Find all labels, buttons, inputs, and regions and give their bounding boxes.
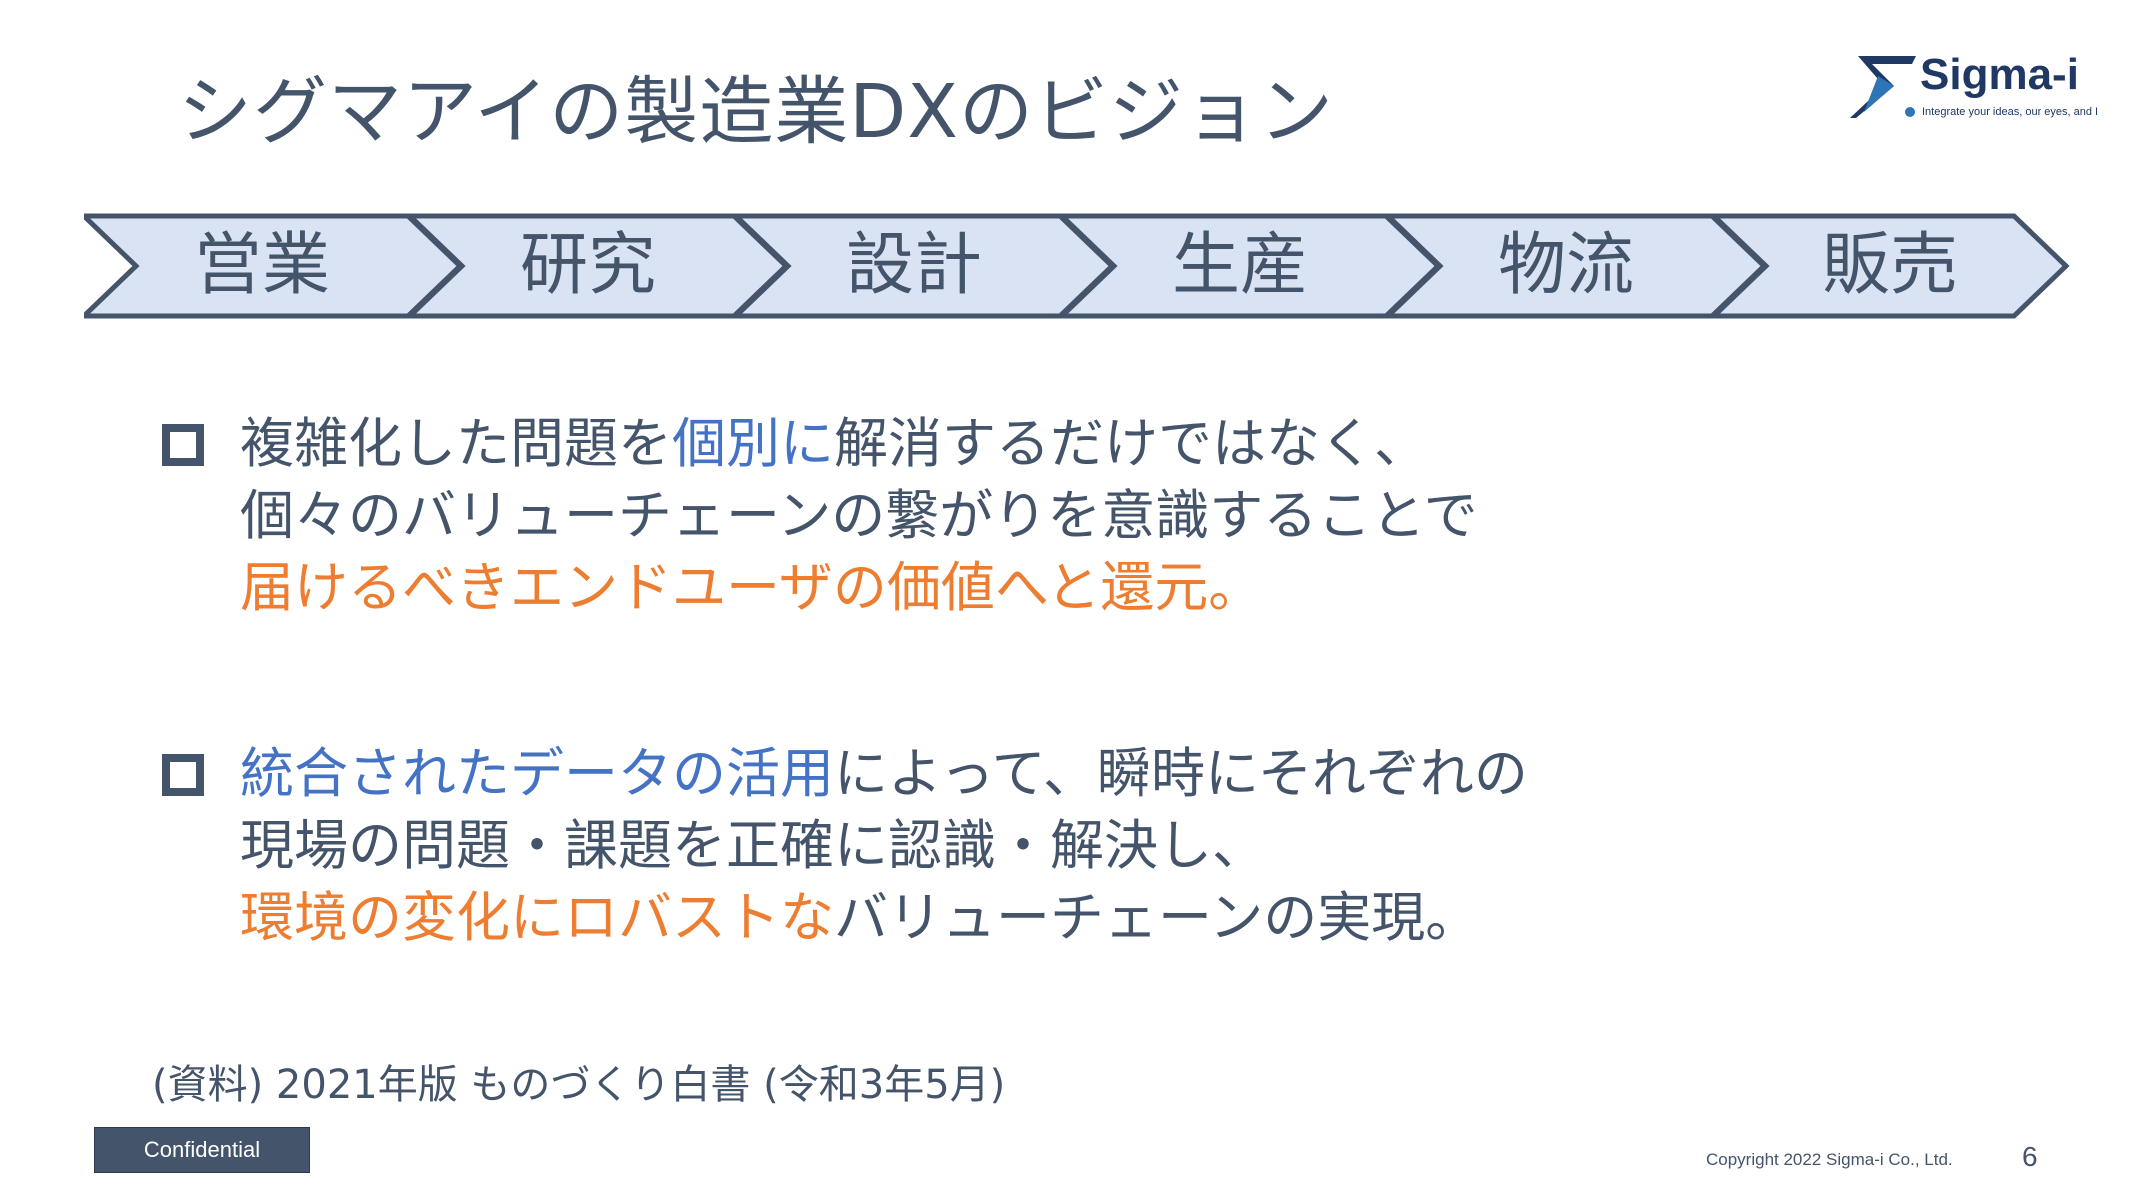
confidential-badge: Confidential: [94, 1127, 310, 1173]
bullet-1-line-2: 個々のバリューチェーンの繋がりを意識することで: [240, 484, 1478, 547]
bullet-2-line-2: 現場の問題・課題を正確に認識・解決し、: [240, 814, 1266, 877]
bullet-square-icon: [162, 424, 204, 466]
bullet-2-highlight: 環境の変化に: [240, 886, 564, 949]
chevron-label-logistics: 物流: [1497, 226, 1634, 305]
chevron-label-design: 設計: [845, 226, 982, 305]
bullet-2-text: によって、瞬時にそれぞれの: [834, 742, 1528, 805]
bullet-2-line-3: 環境の変化にロバストなバリューチェーンの実現。: [240, 886, 1479, 950]
page-title: シグマアイの製造業DXのビジョン: [178, 69, 1334, 155]
bullet-2-highlight: 統合されたデータの活用: [240, 742, 834, 805]
bullet-1-highlight: 個別に: [672, 412, 834, 475]
logo-name: Sigma-i: [1920, 50, 2079, 99]
bullet-2-highlight: ロバスト: [564, 886, 780, 949]
company-logo: Sigma-i Integrate your ideas, our eyes, …: [1850, 50, 2100, 130]
source-citation: (資料) 2021年版 ものづくり白書 (令和3年5月): [152, 1062, 1006, 1108]
bullet-1-text: 解消するだけではなく、: [834, 412, 1428, 475]
bullet-2-highlight: な: [780, 886, 834, 949]
page-number: 6: [2022, 1141, 2038, 1172]
bullet-2-text: バリューチェーンの実現。: [834, 886, 1480, 949]
bullet-1-line-3: 届けるべきエンドユーザの価値へと還元。: [240, 556, 1263, 619]
bullet-2-line-1: 統合されたデータの活用によって、瞬時にそれぞれの: [240, 742, 1528, 806]
chevron-label-sales: 営業: [193, 226, 330, 305]
chevron-label-research: 研究: [519, 226, 656, 305]
chevron-label-selling: 販売: [1821, 226, 1958, 305]
bullet-square-icon: [162, 754, 204, 796]
chevron-label-production: 生産: [1171, 226, 1308, 305]
copyright-text: Copyright 2022 Sigma-i Co., Ltd.: [1706, 1150, 1953, 1169]
logo-tagline: Integrate your ideas, our eyes, and I: [1922, 106, 2099, 118]
sigma-logo-icon: [1850, 56, 1916, 118]
bullet-1-text: 複雑化した問題を: [240, 412, 672, 475]
bullet-1-line-1: 複雑化した問題を個別に解消するだけではなく、: [240, 412, 1428, 476]
value-chain-chevrons: [84, 213, 2070, 319]
chevron-selling: [1707, 213, 2070, 319]
